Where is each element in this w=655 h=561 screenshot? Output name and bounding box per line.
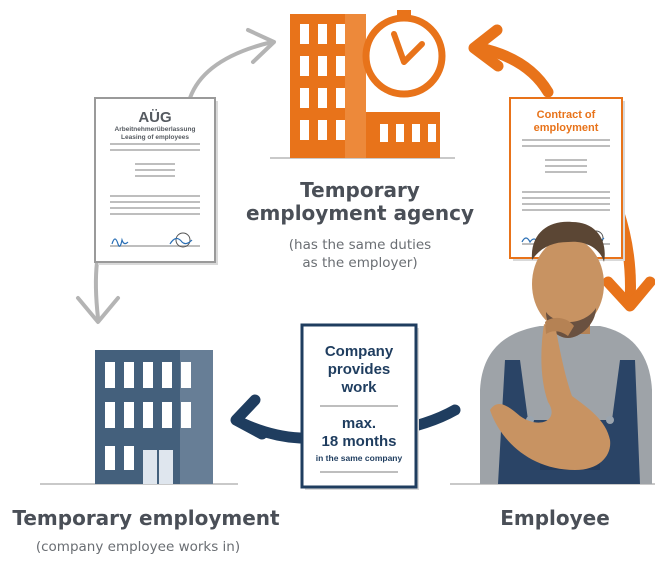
grey-arrow-top <box>188 28 276 100</box>
agency-building-icon <box>270 14 455 159</box>
contract-line1: Contract of <box>537 109 596 121</box>
aug-line1: Arbeitnehmerüberlassung <box>115 126 196 133</box>
agency-note: (has the same duties as the employer) <box>235 236 485 272</box>
employee-title: Employee <box>500 506 610 530</box>
card-line4: max. <box>342 415 376 432</box>
card-line1: Company <box>325 343 394 360</box>
agency-title-line2: employment agency <box>245 201 475 225</box>
card-line5: 18 months <box>321 433 396 450</box>
clock-icon <box>362 10 446 98</box>
card-line2: provides <box>328 361 391 378</box>
agency-note-line1: (has the same duties <box>288 237 432 253</box>
agency-title-line1: Temporary <box>300 178 420 202</box>
aug-line2: Leasing of employees <box>121 134 189 141</box>
contract-line2: employment <box>534 122 599 134</box>
company-title: Temporary employment <box>12 506 280 530</box>
agency-title: Temporary employment agency <box>210 179 510 225</box>
card-line3: work <box>340 379 377 396</box>
company-building-icon <box>40 350 238 485</box>
aug-heading: AÜG <box>138 109 171 126</box>
grey-arrow-down <box>76 260 120 324</box>
company-note: (company employee works in) <box>35 539 241 555</box>
company-card <box>300 323 419 490</box>
agency-note-line2: as the employer) <box>302 255 418 271</box>
aug-document <box>94 97 218 265</box>
orange-arrow-to-agency <box>468 24 554 98</box>
employee-figure <box>450 221 655 485</box>
card-line6: in the same company <box>316 453 403 463</box>
